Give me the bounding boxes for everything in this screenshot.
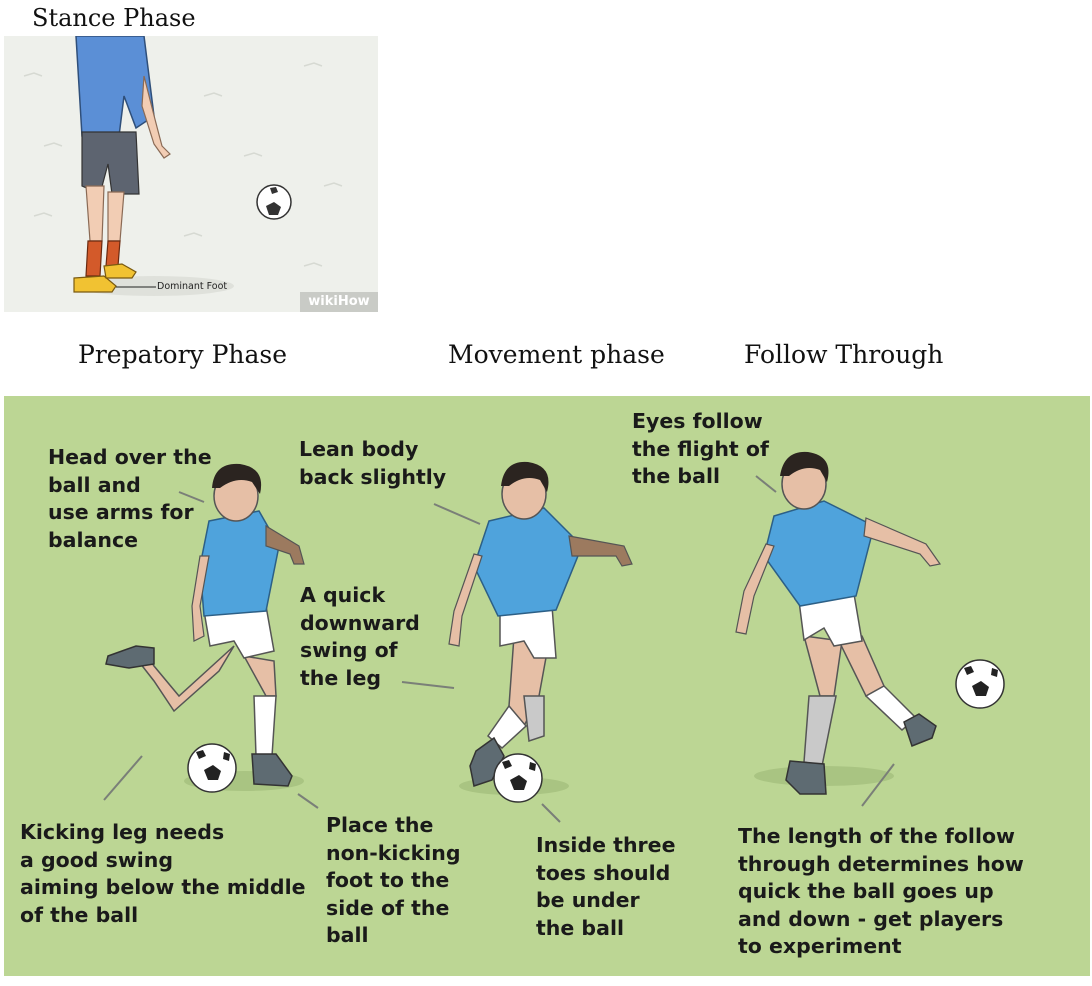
- follow-length-annotation: The length of the follow through determi…: [738, 824, 1024, 958]
- eyes-follow-annotation: Eyes follow the flight of the ball: [632, 409, 769, 488]
- movement-phase-heading: Movement phase: [448, 340, 665, 369]
- kicking-leg-annotation: Kicking leg needs a good swing aiming be…: [20, 820, 306, 927]
- place-foot-annotation: Place the non-kicking foot to the side o…: [326, 813, 461, 947]
- follow-through-heading: Follow Through: [744, 340, 944, 369]
- movement-player: [448, 461, 633, 803]
- kicking-drawing: [103, 451, 1005, 823]
- wikihow-watermark: wikiHow: [300, 292, 378, 312]
- head-over-ball-annotation: Head over the ball and use arms for bala…: [48, 445, 212, 552]
- kicking-phases-illustration: Head over the ball and use arms for bala…: [4, 396, 1090, 976]
- preparatory-player: [105, 463, 305, 793]
- inside-toes-annotation: Inside three toes should be under the ba…: [536, 833, 676, 940]
- dominant-foot-label: Dominant Foot: [157, 281, 228, 292]
- downward-swing-annotation: A quick downward swing of the leg: [300, 583, 420, 690]
- lean-back-annotation: Lean body back slightly: [299, 437, 447, 489]
- follow-through-player: [735, 451, 1005, 795]
- stance-drawing: [23, 36, 343, 296]
- stance-illustration: Dominant Foot wikiHow: [4, 36, 378, 312]
- stance-phase-heading: Stance Phase: [32, 4, 196, 32]
- preparatory-phase-heading: Prepatory Phase: [78, 340, 288, 369]
